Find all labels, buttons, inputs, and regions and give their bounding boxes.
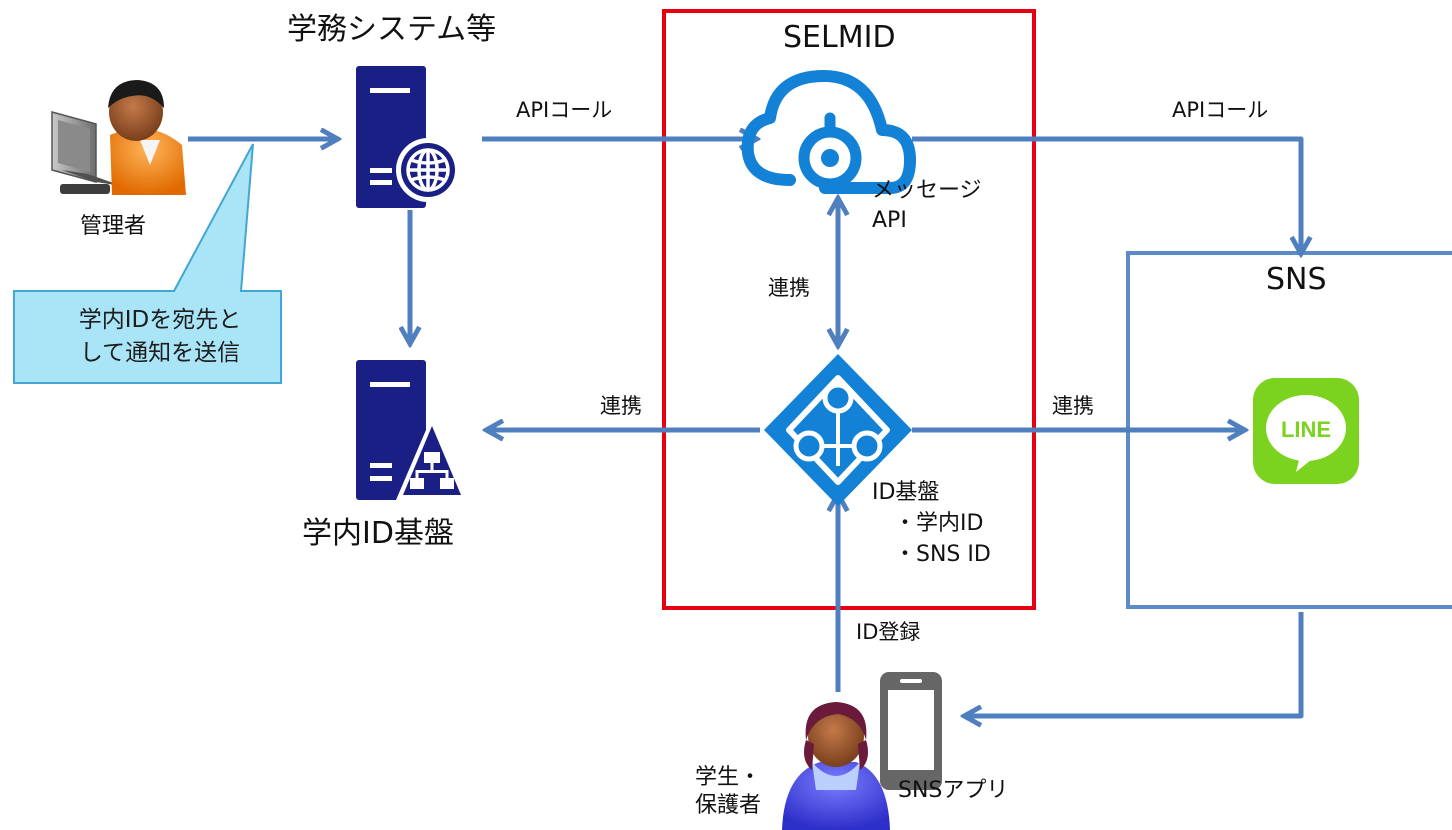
line-app-icon: [1253, 378, 1359, 484]
id-base-label: ID基盤 ・学内ID ・SNS ID: [872, 480, 991, 567]
selmid-boundary: [662, 9, 1036, 610]
network-server-icon: [356, 360, 468, 500]
smartphone-icon: [880, 672, 942, 790]
admin-label: 管理者: [80, 214, 147, 239]
cloud-api-icon: [741, 70, 916, 194]
campus-id-base-label: 学内ID基盤: [302, 516, 454, 551]
arrow-label-link-left: 連携: [600, 394, 642, 418]
arrow-label-link-right: 連携: [1052, 394, 1094, 418]
web-server-icon: [356, 66, 460, 208]
message-api-label: メッセージ API: [872, 178, 982, 233]
arrow-label-api-call-2: APIコール: [1172, 98, 1269, 122]
sns-app-label: SNSアプリ: [898, 778, 1009, 803]
arrow-api-to-sns: [912, 136, 1301, 252]
arrow-label-link-vertical: 連携: [768, 276, 810, 300]
arrow-label-api-call-1: APIコール: [516, 98, 613, 122]
callout-text: 学内IDを宛先と して通知を送信: [78, 306, 242, 366]
arrow-sns-to-phone: [966, 612, 1304, 716]
academic-system-title: 学務システム等: [287, 12, 497, 47]
callout-bubble: [13, 143, 282, 384]
selmid-title: SELMID: [783, 20, 896, 55]
student-person-icon: [782, 702, 890, 830]
line-logo-text: LINE: [1281, 417, 1331, 442]
active-directory-icon: [764, 354, 912, 506]
arrow-label-id-registration: ID登録: [856, 620, 921, 644]
admin-person-icon: [51, 80, 186, 195]
sns-title: SNS: [1266, 262, 1327, 297]
student-label: 学生・ 保護者: [695, 765, 762, 818]
